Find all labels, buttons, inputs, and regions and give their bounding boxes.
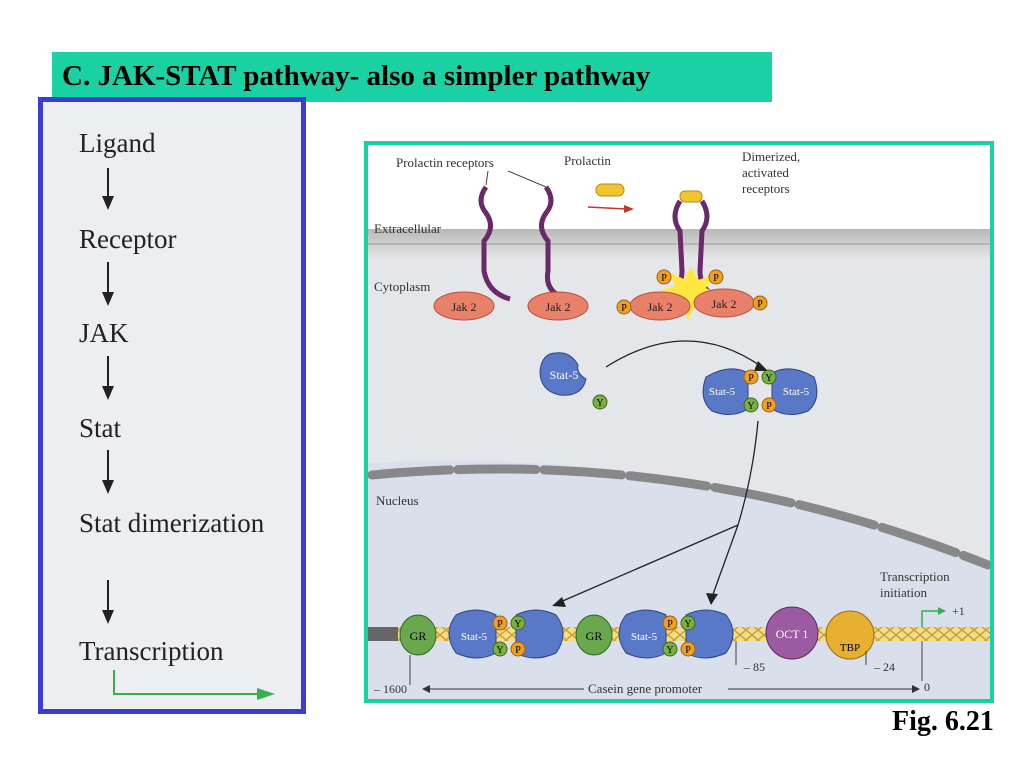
pathway-flow-panel: Ligand Receptor JAK Stat Stat dimerizati… xyxy=(38,97,306,714)
down-arrow-icon xyxy=(102,580,114,624)
tyrosine-residue xyxy=(592,394,608,410)
svg-text:P: P xyxy=(515,645,521,656)
label-receptors: receptors xyxy=(742,181,790,196)
svg-text:TBP: TBP xyxy=(840,642,860,654)
label-activated: activated xyxy=(742,165,789,180)
svg-text:Jak 2: Jak 2 xyxy=(648,300,673,314)
position-minus-85: – 85 xyxy=(743,660,765,674)
prolactin-bound xyxy=(679,190,703,203)
title-bar: C. JAK-STAT pathway- also a simpler path… xyxy=(52,52,772,102)
svg-text:Y: Y xyxy=(747,401,754,412)
svg-text:P: P xyxy=(748,373,754,384)
svg-text:Y: Y xyxy=(765,373,772,384)
gr-protein xyxy=(399,614,437,656)
prolactin-receptor xyxy=(539,185,569,302)
figure-label: Fig. 6.21 xyxy=(892,706,994,737)
svg-text:Stat-5: Stat-5 xyxy=(709,386,736,398)
svg-text:Y: Y xyxy=(514,619,521,630)
jak2-protein xyxy=(433,291,495,321)
jak-stat-diagram: Prolactin receptors Prolactin Dimerized,… xyxy=(364,141,994,703)
svg-text:Jak 2: Jak 2 xyxy=(452,300,477,314)
position-minus-24: – 24 xyxy=(873,660,895,674)
svg-text:Y: Y xyxy=(684,619,691,630)
label-prolactin-receptors: Prolactin receptors xyxy=(396,155,494,170)
gr-protein xyxy=(575,614,613,656)
label-transcription-initiation: Transcription xyxy=(880,569,950,584)
transcription-start-arrow-icon xyxy=(921,610,940,627)
down-arrow-icon xyxy=(102,356,114,400)
stat5-dna-bound xyxy=(618,609,667,659)
svg-text:initiation: initiation xyxy=(880,585,927,600)
nuclear-envelope xyxy=(368,464,990,570)
down-arrow-icon xyxy=(102,450,114,494)
prolactin-receptor xyxy=(478,185,511,302)
stat5-dna-bound xyxy=(448,609,497,659)
svg-text:OCT 1: OCT 1 xyxy=(776,627,809,641)
stat5-monomer xyxy=(539,352,587,396)
phosphate-group: P P P P xyxy=(616,269,768,315)
svg-text:P: P xyxy=(497,619,503,630)
svg-text:P: P xyxy=(667,619,673,630)
label-cytoplasm: Cytoplasm xyxy=(374,279,430,294)
label-extracellular: Extracellular xyxy=(374,221,442,236)
svg-text:P: P xyxy=(685,645,691,656)
diagram-canvas: Prolactin receptors Prolactin Dimerized,… xyxy=(368,145,990,699)
svg-text:P: P xyxy=(713,273,719,284)
stat5-dna-bound xyxy=(515,609,564,659)
flow-step-jak: JAK xyxy=(79,318,129,348)
svg-text:Y: Y xyxy=(496,645,503,656)
down-arrow-icon xyxy=(102,168,114,210)
flow-step-transcription: Transcription xyxy=(79,636,224,666)
down-arrow-icon xyxy=(102,262,114,306)
svg-text:GR: GR xyxy=(410,629,427,643)
jak2-protein xyxy=(527,291,589,321)
transcription-arrow-icon xyxy=(113,670,275,700)
svg-text:Jak 2: Jak 2 xyxy=(712,297,737,311)
label-prolactin: Prolactin xyxy=(564,153,611,168)
position-minus-1600: – 1600 xyxy=(373,682,407,696)
slide-title: C. JAK-STAT pathway- also a simpler path… xyxy=(62,60,651,92)
svg-text:Y: Y xyxy=(596,398,603,409)
svg-text:P: P xyxy=(621,303,627,314)
flow-step-ligand: Ligand xyxy=(79,128,156,158)
svg-text:P: P xyxy=(757,299,763,310)
svg-text:Stat-5: Stat-5 xyxy=(631,631,658,643)
position-zero: 0 xyxy=(924,680,930,694)
svg-text:Stat-5: Stat-5 xyxy=(461,631,488,643)
svg-text:Y: Y xyxy=(666,645,673,656)
stat5-dimer xyxy=(702,368,749,415)
svg-text:P: P xyxy=(766,401,772,412)
flow-step-stat-dimerization: Stat dimerization xyxy=(79,508,265,538)
tbp-protein xyxy=(825,610,875,660)
label-nucleus: Nucleus xyxy=(376,493,419,508)
svg-text:Jak 2: Jak 2 xyxy=(546,300,571,314)
dimerization-arrow xyxy=(605,340,763,368)
label-dimerized: Dimerized, xyxy=(742,149,800,164)
svg-text:P: P xyxy=(661,273,667,284)
prolactin-ligand xyxy=(595,183,625,197)
flow-step-stat: Stat xyxy=(79,413,122,443)
svg-text:GR: GR xyxy=(586,629,603,643)
svg-text:Stat-5: Stat-5 xyxy=(783,386,810,398)
oct1-protein xyxy=(765,606,819,660)
svg-text:Stat-5: Stat-5 xyxy=(550,368,579,382)
stat5-dna-bound xyxy=(685,609,734,659)
label-casein-gene-promoter: Casein gene promoter xyxy=(588,681,703,696)
stat5-dimer xyxy=(771,368,818,415)
svg-text:+1: +1 xyxy=(952,604,965,618)
flow-step-receptor: Receptor xyxy=(79,224,177,254)
